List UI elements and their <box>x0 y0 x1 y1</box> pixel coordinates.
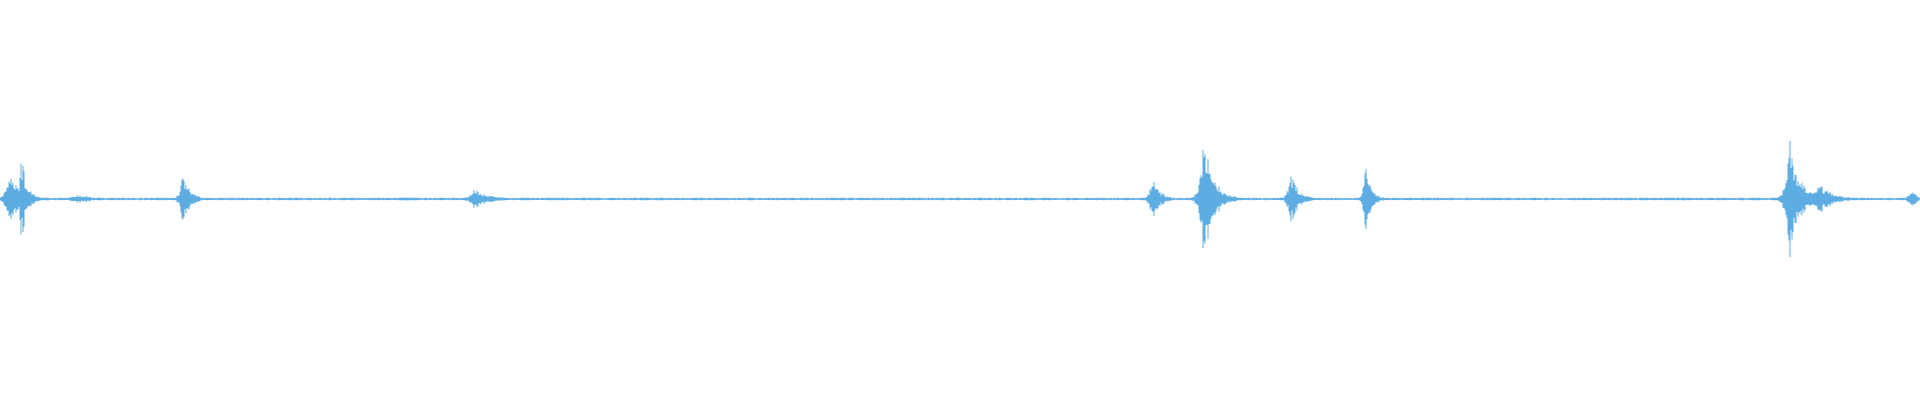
waveform-signal <box>0 140 1920 258</box>
